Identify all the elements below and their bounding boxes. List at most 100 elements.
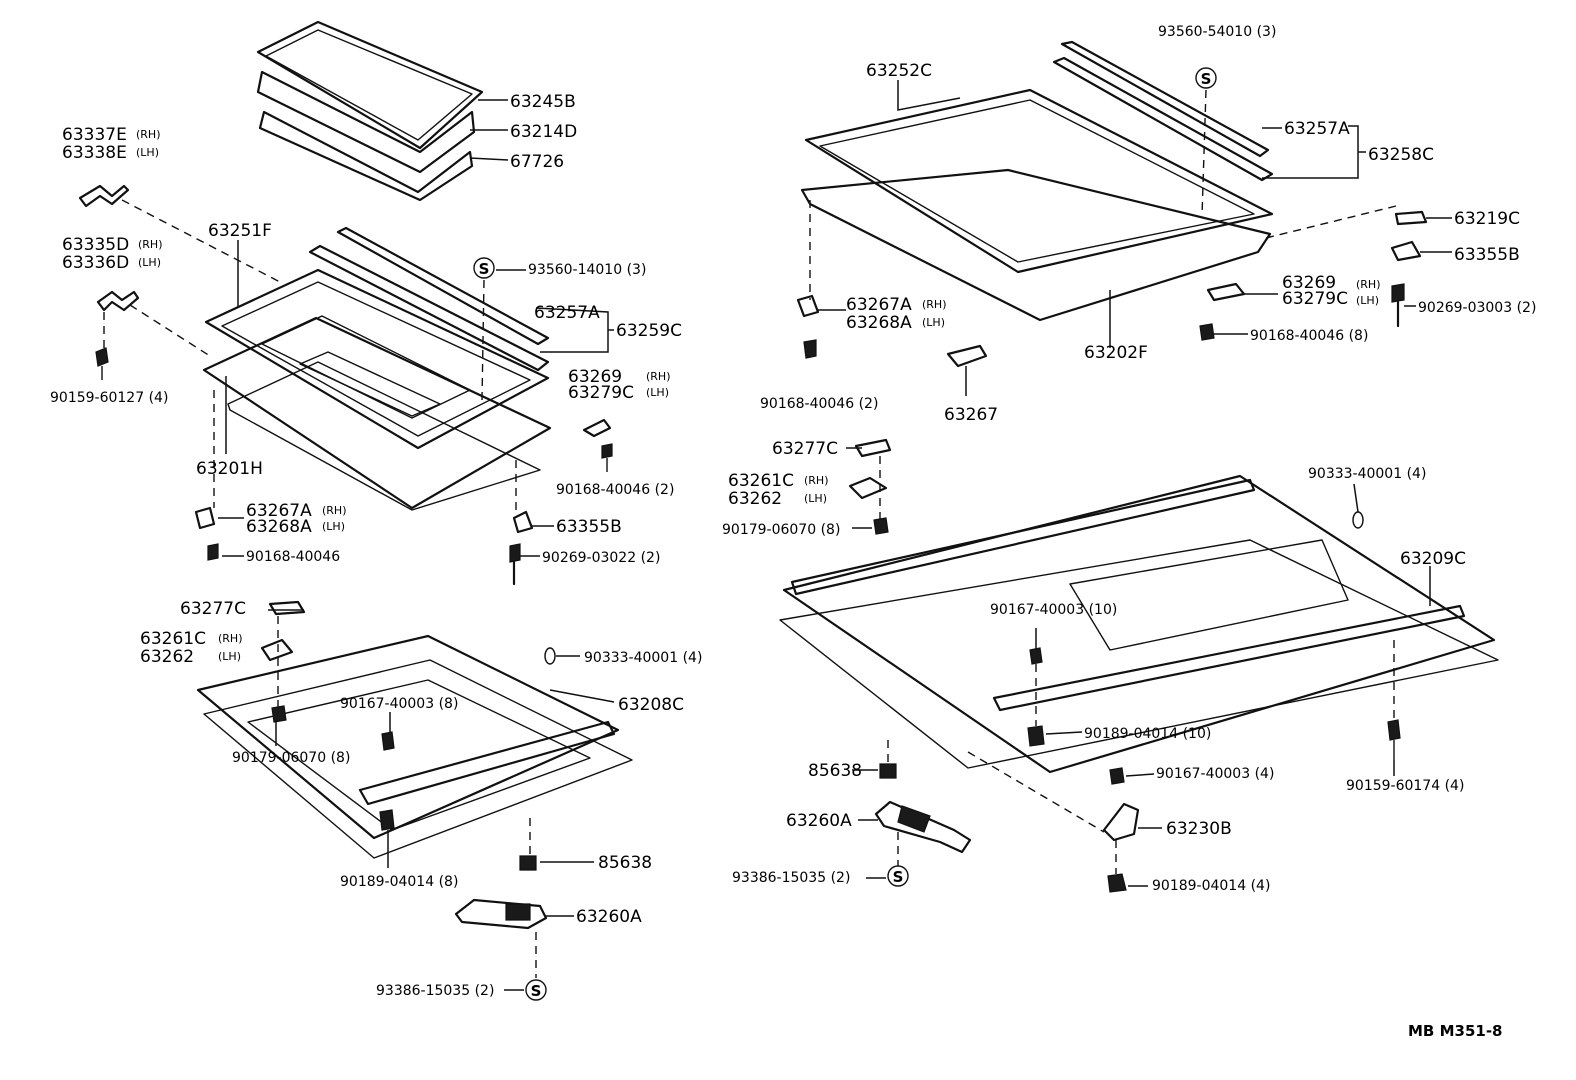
label-63335D: 63335D: [62, 235, 129, 255]
guide-line-plate-right: [1265, 205, 1397, 239]
clip-63335D: [96, 290, 140, 312]
label-93386-15035-left: 93386-15035 (2): [376, 983, 494, 999]
label-63279C-right: 63279C: [1282, 289, 1348, 309]
label-90333-40001-right: 90333-40001 (4): [1308, 466, 1426, 482]
retainer-63267A-right: [796, 294, 820, 318]
nut-90189-04014-right-10: [1027, 725, 1045, 747]
label-90269-03003: 90269-03003 (2): [1418, 300, 1536, 316]
label-63262-left: 63262: [140, 647, 194, 667]
label-63257A-left: 63257A: [534, 303, 600, 323]
diagram-reference-code: MB M351-8: [1408, 1022, 1502, 1040]
bolt-90168-40046-right-8: [1199, 323, 1215, 341]
weatherstrip-63214D: [256, 70, 476, 174]
label-63251F: 63251F: [208, 221, 272, 241]
label-63355B-right: 63355B: [1454, 245, 1520, 265]
label-93386-15035-right: 93386-15035 (2): [732, 870, 850, 886]
label-63261C-left: 63261C: [140, 629, 206, 649]
label-63260A-right: 63260A: [786, 811, 852, 831]
label-90189-04014-left: 90189-04014 (8): [340, 874, 458, 890]
label-90179-06070-left: 90179-06070 (8): [232, 750, 350, 766]
label-63219C: 63219C: [1454, 209, 1520, 229]
rail-63257A: [308, 226, 550, 372]
label-63268A-right: 63268A: [846, 313, 912, 333]
clip-63337E: [78, 184, 130, 208]
bolt-90168-40046-left: [601, 443, 613, 472]
guide-line-clip-1: [121, 199, 281, 283]
label-85638-right: 85638: [808, 761, 862, 781]
label-90189-04014-10: 90189-04014 (10): [1084, 726, 1211, 742]
label-63201H: 63201H: [196, 459, 263, 479]
svg-text:S: S: [531, 982, 542, 1000]
s-mark-93386-15035-left: S: [525, 979, 547, 1001]
label-90167-40003-left: 90167-40003 (8): [340, 696, 458, 712]
nut-90179-06070-right: [873, 517, 889, 535]
bolt-90167-40003-right-10: [1029, 647, 1043, 665]
drive-frame-63209C: [779, 474, 1499, 774]
label-63277C-left: 63277C: [180, 599, 246, 619]
label-63269-right: 63269: [1282, 273, 1336, 293]
label-63262-right: 63262: [728, 489, 782, 509]
seal-67726: [258, 110, 474, 202]
frame-63251F: [204, 268, 550, 450]
oring-90333-40001-right: [1352, 511, 1364, 529]
bracket-63277C-right: [854, 438, 892, 458]
label-63338E: 63338E: [62, 143, 127, 163]
label-63355B-left: 63355B: [556, 517, 622, 537]
label-63245B: 63245B: [510, 92, 576, 112]
bolt-90167-40003-left: [381, 731, 395, 751]
bracket-63267: [946, 344, 988, 368]
label-93560-14010: 93560-14010 (3): [528, 262, 646, 278]
spacer-85638-right: [879, 763, 897, 779]
bracket-63269: [582, 418, 612, 438]
label-63230B: 63230B: [1166, 819, 1232, 839]
label-90167-40003-10: 90167-40003 (10): [990, 602, 1117, 618]
label-90159-60127: 90159-60127 (4): [50, 390, 168, 406]
label-rh-63269-right: (RH): [1356, 278, 1381, 291]
label-63258C: 63258C: [1368, 145, 1434, 165]
label-90179-06070-right: 90179-06070 (8): [722, 522, 840, 538]
label-rh-63261C-right: (RH): [804, 474, 829, 487]
motor-63260A-right: [874, 800, 972, 854]
label-rh-63335D: (RH): [138, 238, 163, 251]
nut-90179-06070-left: [271, 705, 287, 723]
label-90189-04014-4: 90189-04014 (4): [1152, 878, 1270, 894]
label-63214D: 63214D: [510, 122, 577, 142]
label-lh-63279C-left: (LH): [646, 386, 669, 399]
label-63279C-left: 63279C: [568, 383, 634, 403]
bracket-63261C-left: [260, 638, 294, 662]
label-63267: 63267: [944, 405, 998, 425]
label-rh-63269-left: (RH): [646, 370, 671, 383]
label-63277C-right: 63277C: [772, 439, 838, 459]
label-63267A-left: 63267A: [246, 501, 312, 521]
label-63268A-left: 63268A: [246, 517, 312, 537]
rail-63257A-right: [1052, 40, 1274, 182]
label-90159-60174: 90159-60174 (4): [1346, 778, 1464, 794]
bolt-90159-60174: [1387, 719, 1401, 760]
leader-lines: [218, 80, 1452, 991]
label-90167-40003-4: 90167-40003 (4): [1156, 766, 1274, 782]
bracket-63269-right: [1206, 282, 1246, 302]
label-63260A-left: 63260A: [576, 907, 642, 927]
guide-line-s-mark-right: [1201, 89, 1207, 217]
screw-90269-03003: [1391, 283, 1405, 328]
label-rh-63261C-left: (RH): [218, 632, 243, 645]
label-63209C: 63209C: [1400, 549, 1466, 569]
retainer-63267A-left: [194, 506, 216, 530]
label-63252C: 63252C: [866, 61, 932, 81]
s-mark-93560-54010: S: [1195, 67, 1217, 89]
label-lh-63279C-right: (LH): [1356, 294, 1379, 307]
label-lh-63336D: (LH): [138, 256, 161, 269]
bolt-90168-40046-base: [207, 543, 219, 561]
label-63337E: 63337E: [62, 125, 127, 145]
bracket-63277C-left: [268, 600, 306, 616]
bolt-90167-40003-right-4: [1109, 767, 1125, 785]
label-63257A-right: 63257A: [1284, 119, 1350, 139]
label-67726: 67726: [510, 152, 564, 172]
label-90168-40046-2-right: 90168-40046 (2): [760, 396, 878, 412]
label-lh-63338E: (LH): [136, 146, 159, 159]
nut-90189-04014-right-4: [1107, 873, 1127, 893]
label-rh-63267A-right: (RH): [922, 298, 947, 311]
plate-63219C: [1394, 210, 1428, 226]
screw-90269-03022: [509, 543, 521, 586]
